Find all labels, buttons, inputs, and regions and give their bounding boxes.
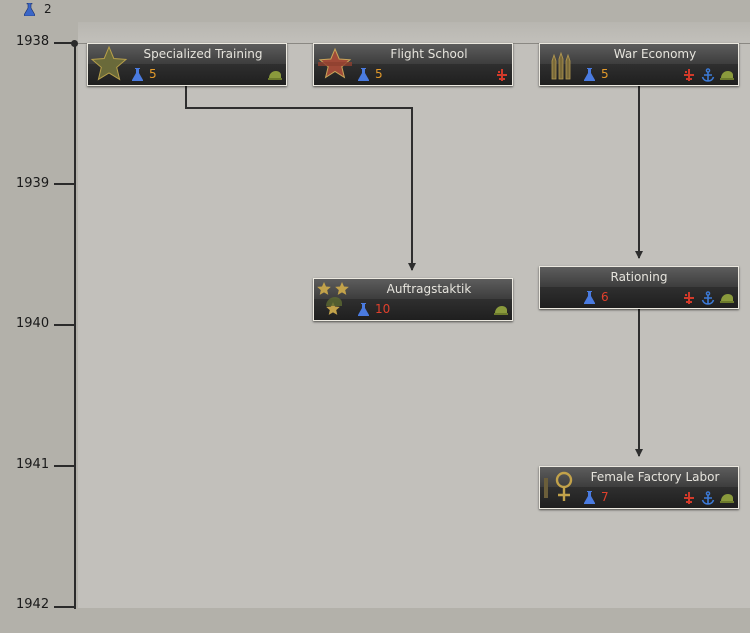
timeline-tick [54, 606, 76, 608]
winged-star-icon [316, 45, 354, 83]
tech-cost: 7 [601, 490, 609, 504]
tech-title: Female Factory Labor [590, 470, 720, 484]
year-label: 1940 [16, 316, 50, 331]
research-cost-flask-icon [584, 291, 595, 304]
tech-cost: 5 [149, 67, 157, 81]
tech-title: Auftragstaktik [386, 282, 472, 296]
tech-card-rationing[interactable]: Rationing 6 [539, 266, 739, 309]
tech-card-female-factory-labor[interactable]: Female Factory Labor 7 [539, 466, 739, 509]
army-icon [494, 302, 508, 316]
tech-card-specialized-training[interactable]: Specialized Training 5 [87, 43, 287, 86]
air-icon [682, 67, 696, 81]
research-cost-flask-icon [584, 68, 595, 81]
army-icon [268, 67, 282, 81]
research-cost-flask-icon [132, 68, 143, 81]
stars-helmet-icon [316, 280, 354, 318]
female-symbol-icon [542, 468, 580, 506]
tech-card-flight-school[interactable]: Flight School 5 [313, 43, 513, 86]
navy-icon [701, 290, 715, 305]
research-slot-count: 2 [44, 2, 52, 16]
star-icon [90, 45, 128, 83]
shell-icon [542, 45, 580, 83]
air-icon [682, 490, 696, 504]
timeline-tick [54, 183, 76, 185]
year-label: 1938 [16, 34, 50, 49]
timeline-axis [74, 43, 76, 609]
timeline-tick [54, 324, 76, 326]
air-icon [682, 290, 696, 304]
army-icon [720, 490, 734, 504]
tech-cost: 5 [375, 67, 383, 81]
dependency-line [185, 84, 416, 271]
year-label: 1942 [16, 597, 50, 612]
tech-title: War Economy [613, 47, 697, 61]
research-flask-icon [24, 3, 35, 16]
tech-card-auftragstaktik[interactable]: Auftragstaktik 10 [313, 278, 513, 321]
air-icon [495, 67, 509, 81]
research-cost-flask-icon [358, 68, 369, 81]
research-cost-flask-icon [584, 491, 595, 504]
tech-card-war-economy[interactable]: War Economy 5 [539, 43, 739, 86]
army-icon [720, 290, 734, 304]
tech-title: Specialized Training [143, 47, 263, 61]
tech-title: Rationing [610, 270, 668, 284]
timeline-tick [54, 42, 76, 44]
tech-cost: 6 [601, 290, 609, 304]
top-bar: 2 [0, 0, 750, 22]
research-cost-flask-icon [358, 303, 369, 316]
navy-icon [701, 67, 715, 82]
tech-title: Flight School [390, 47, 468, 61]
navy-icon [701, 490, 715, 505]
year-label: 1941 [16, 457, 50, 472]
tech-cost: 10 [375, 302, 391, 316]
timeline-tick [54, 465, 76, 467]
tech-cost: 5 [601, 67, 609, 81]
year-label: 1939 [16, 176, 50, 191]
army-icon [720, 67, 734, 81]
